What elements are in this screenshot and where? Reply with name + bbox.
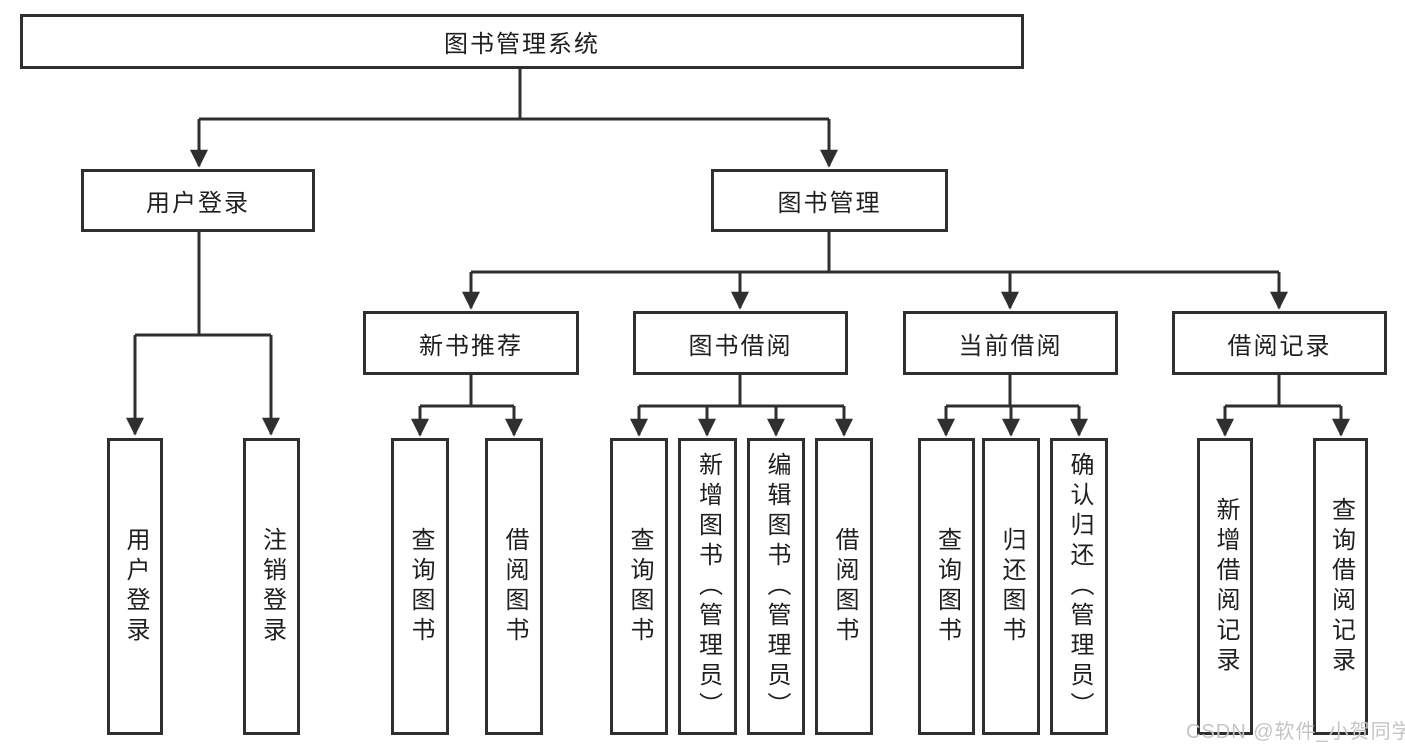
node-br-add-record: 新增借阅记录 [1197, 438, 1253, 735]
node-bb-query-books: 查询图书 [610, 438, 668, 735]
node-user-login: 用户登录 [81, 169, 315, 232]
node-bb-add-books-admin: 新增图书（管理员） [678, 438, 737, 735]
node-bb-edit-books-admin: 编辑图书（管理员） [747, 438, 805, 735]
node-new-book-rec: 新书推荐 [363, 311, 579, 375]
watermark-text: CSDN @软件_小贺同学 [1186, 721, 1405, 743]
node-borrow-records: 借阅记录 [1172, 311, 1387, 375]
node-cb-query-books: 查询图书 [918, 438, 975, 735]
node-logout: 注销登录 [243, 438, 300, 735]
node-root: 图书管理系统 [20, 14, 1024, 69]
node-bb-borrow-books: 借阅图书 [815, 438, 873, 735]
node-current-borrow: 当前借阅 [903, 311, 1118, 375]
node-cb-return-books: 归还图书 [982, 438, 1040, 735]
node-nr-borrow-books: 借阅图书 [485, 438, 543, 735]
node-br-query-record: 查询借阅记录 [1313, 438, 1368, 735]
node-login: 用户登录 [107, 438, 163, 735]
node-book-borrow: 图书借阅 [633, 311, 848, 375]
node-nr-query-books: 查询图书 [391, 438, 449, 735]
node-book-mgmt: 图书管理 [711, 169, 948, 232]
node-cb-confirm-return-admin: 确认归还（管理员） [1050, 438, 1108, 735]
